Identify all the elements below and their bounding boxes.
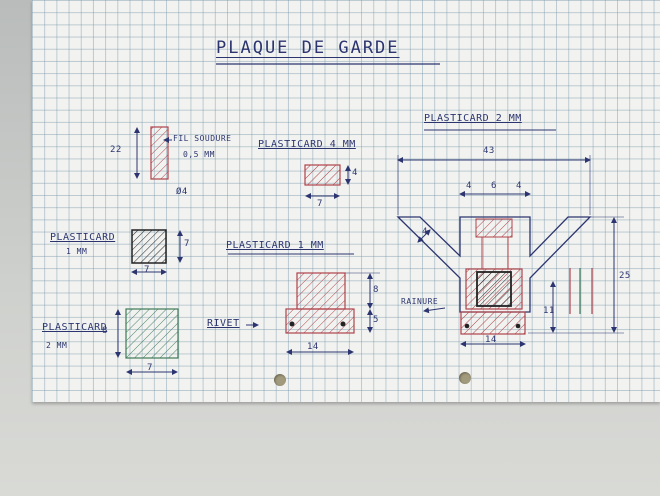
- center-bottom-height-label: 5: [373, 315, 379, 325]
- right-base-width-label: 14: [485, 335, 497, 345]
- right-assembly-drawing: [396, 129, 624, 347]
- plasticard-2mm-label-b: 2 MM: [46, 341, 68, 350]
- p2-height-label: 8: [102, 326, 108, 336]
- plasticard-2mm-right-label: PLASTICARD 2 MM: [424, 113, 522, 124]
- p1-side-label: 7: [184, 239, 190, 249]
- rod-drawing: [134, 126, 172, 180]
- right-w1-label: 4: [466, 181, 472, 191]
- fil-soudure-label: FIL SOUDURE: [173, 134, 232, 143]
- right-arm-width-label: 4: [422, 227, 428, 237]
- punch-hole-right: [459, 372, 471, 384]
- rod-diameter-label: Ø4: [176, 187, 188, 197]
- plasticard-4mm-block: [304, 164, 351, 199]
- plasticard-1mm-square: [131, 229, 183, 275]
- plasticard-1mm-label-b: 1 MM: [66, 247, 88, 256]
- plasticard-2mm-square: [115, 308, 179, 375]
- p2-width-label: 7: [147, 363, 153, 373]
- plasticard-4mm-label: PLASTICARD 4 MM: [258, 139, 356, 150]
- center-top-height-label: 8: [373, 285, 379, 295]
- right-w3-label: 4: [516, 181, 522, 191]
- rivet-label: RIVET: [207, 318, 240, 329]
- fil-soudure-size-label: 0,5 MM: [183, 150, 215, 159]
- p1-width-label: 7: [144, 265, 150, 275]
- plasticard-1mm-label-a: PLASTICARD: [50, 232, 116, 243]
- punch-hole-left: [274, 374, 286, 386]
- right-height-label: 25: [619, 271, 631, 281]
- right-total-width-label: 43: [483, 146, 495, 156]
- plasticard-1mm-center-label: PLASTICARD 1 MM: [226, 240, 324, 251]
- right-lower-height-label: 11: [543, 306, 555, 316]
- plasticard-2mm-label-a: PLASTICARD: [42, 322, 108, 333]
- rod-height-label: 22: [110, 145, 122, 155]
- center-assembly-drawing: [228, 253, 380, 355]
- graph-paper-sheet: [32, 0, 660, 402]
- p4-width-label: 7: [317, 199, 323, 209]
- page-title: PLAQUE DE GARDE: [216, 38, 400, 58]
- right-w2-label: 6: [491, 181, 497, 191]
- center-width-label: 14: [307, 342, 319, 352]
- rainure-label: RAINURE: [401, 297, 439, 306]
- p4-height-label: 4: [352, 168, 358, 178]
